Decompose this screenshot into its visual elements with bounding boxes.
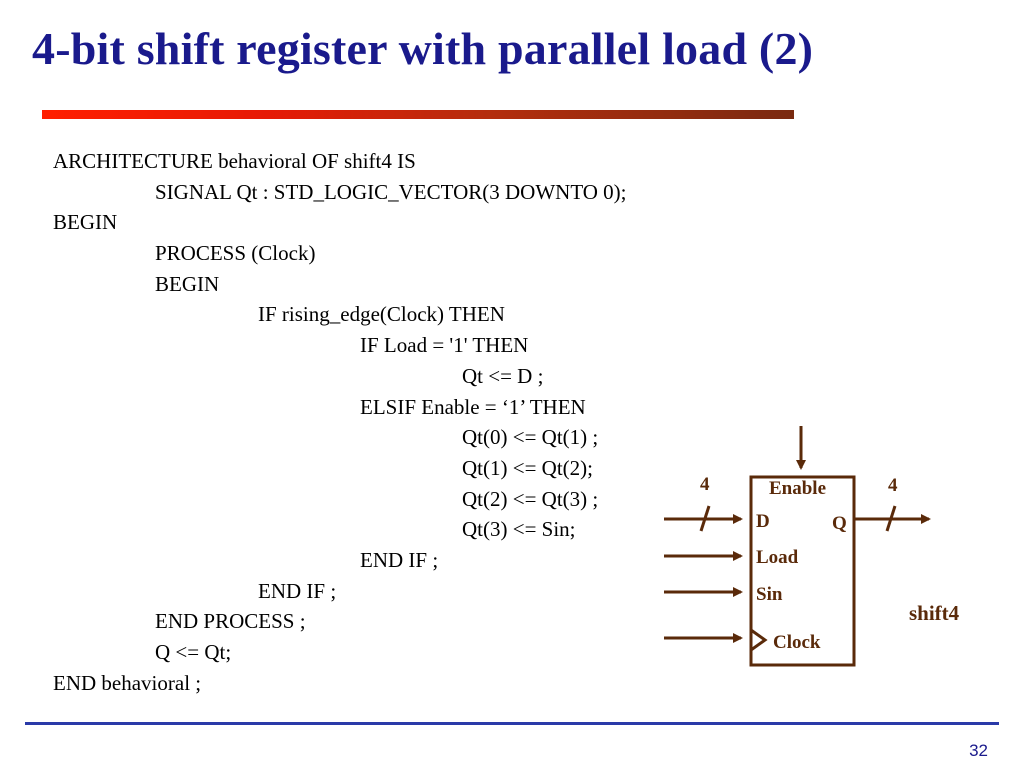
code-line: Qt(1) <= Qt(2); <box>462 455 593 480</box>
output-bus-width-label: 4 <box>888 475 898 496</box>
vhdl-code-block: ARCHITECTURE behavioral OF shift4 IS SIG… <box>53 146 627 698</box>
shift4-block <box>749 475 856 667</box>
code-line: ARCHITECTURE behavioral OF shift4 IS <box>53 149 416 173</box>
block-name-label: shift4 <box>909 601 960 625</box>
code-line: END behavioral ; <box>53 670 202 695</box>
footer-rule <box>25 722 999 725</box>
input-bus-width-label: 4 <box>700 474 710 495</box>
page-number: 32 <box>969 741 988 760</box>
code-line: END IF ; <box>258 578 337 603</box>
code-line: BEGIN <box>155 271 220 296</box>
code-line: Qt(3) <= Sin; <box>462 517 576 542</box>
code-line: Qt <= D ; <box>462 363 544 388</box>
clock-edge-triangle-icon <box>750 628 768 652</box>
d-port-label: D <box>756 511 770 532</box>
d-bus-width-slash <box>699 505 711 532</box>
code-line: BEGIN <box>53 210 118 235</box>
enable-port-label: Enable <box>769 478 826 499</box>
load-port-label: Load <box>756 547 799 568</box>
code-line: ELSIF Enable = ‘1’ THEN <box>360 394 586 419</box>
code-line: SIGNAL Qt : STD_LOGIC_VECTOR(3 DOWNTO 0)… <box>155 179 627 204</box>
code-line: END PROCESS ; <box>155 609 306 634</box>
code-line: Qt(2) <= Qt(3) ; <box>462 486 599 511</box>
title-underline <box>42 110 794 119</box>
clock-port-label: Clock <box>773 632 821 653</box>
slide-title: 4-bit shift register with parallel load … <box>32 23 814 74</box>
q-bus-width-slash <box>885 505 897 532</box>
sin-port-label: Sin <box>756 584 783 605</box>
code-line: Qt(0) <= Qt(1) ; <box>462 425 599 450</box>
q-port-label: Q <box>832 513 847 534</box>
code-line: IF Load = '1' THEN <box>360 333 529 358</box>
code-line: IF rising_edge(Clock) THEN <box>258 302 505 327</box>
code-line: END IF ; <box>360 547 439 572</box>
code-line: Q <= Qt; <box>155 640 232 664</box>
code-line: PROCESS (Clock) <box>155 241 316 266</box>
